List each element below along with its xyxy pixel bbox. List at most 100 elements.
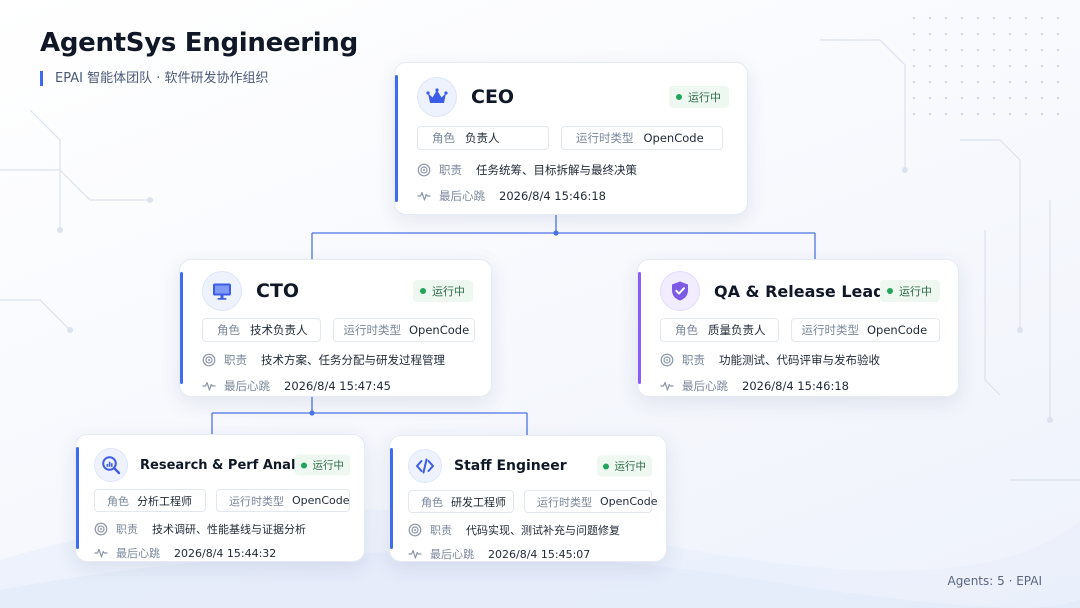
role-tag: 角色 技术负责人 [202,318,321,342]
status-dot-icon [300,462,307,468]
role-tag: 角色 负责人 [417,126,549,150]
duty-value: 功能测试、代码评审与发布验收 [719,353,880,367]
duty-label: 职责 [682,353,705,367]
heartbeat-row: 最后心跳 2026/8/4 15:46:18 [660,378,940,394]
duty-value: 技术方案、任务分配与研发过程管理 [261,353,445,367]
monitor-icon [202,271,242,311]
target-icon [202,353,216,367]
role-value: 质量负责人 [708,323,766,337]
runtime-value: OpenCode [867,323,928,337]
runtime-label: 运行时类型 [801,323,860,337]
search-chart-icon [94,448,128,482]
runtime-value: OpenCode [409,323,470,337]
status-badge: 运行中 [596,455,652,477]
runtime-label: 运行时类型 [343,323,402,337]
heartbeat-row: 最后心跳 2026/8/4 15:47:45 [202,378,473,394]
heartbeat-value: 2026/8/4 15:46:18 [742,379,849,393]
runtime-value: OpenCode [643,131,704,145]
duty-label: 职责 [116,523,138,536]
agent-name: Research & Perf Analyst [140,457,318,473]
role-label: 角色 [217,323,240,337]
heartbeat-value: 2026/8/4 15:47:45 [284,379,391,393]
runtime-value: OpenCode [600,495,658,508]
heartbeat-label: 最后心跳 [224,379,270,393]
role-label: 角色 [675,323,698,337]
role-label: 角色 [421,495,443,509]
status-badge: 运行中 [413,280,473,302]
role-tag: 角色 质量负责人 [660,318,779,342]
agent-card-cto[interactable]: CTO 运行中 角色 技术负责人 运行时类型 OpenCode 职责 技术方案、… [179,259,492,397]
role-value: 研发工程师 [451,495,506,509]
crown-icon [417,77,457,117]
heartbeat-icon [94,548,108,558]
duty-value: 任务统筹、目标拆解与最终决策 [476,163,637,177]
heartbeat-row: 最后心跳 2026/8/4 15:45:07 [408,546,652,561]
runtime-value: OpenCode [292,494,350,507]
target-icon [408,523,422,537]
heartbeat-icon [202,381,216,391]
status-text: 运行中 [614,460,647,473]
heartbeat-icon [660,381,674,391]
agent-card-research-perf-analyst[interactable]: Research & Perf Analyst 运行中 角色 分析工程师 运行时… [75,434,365,562]
role-value: 分析工程师 [137,494,192,508]
role-tag: 角色 研发工程师 [408,490,514,513]
duty-row: 职责 任务统筹、目标拆解与最终决策 [417,162,729,178]
agent-name: QA & Release Lead [714,281,885,301]
code-icon [408,449,442,483]
status-dot-icon [887,288,893,294]
duty-value: 技术调研、性能基线与证据分析 [152,523,306,536]
shield-check-icon [660,271,700,311]
heartbeat-icon [408,549,422,559]
target-icon [417,163,431,177]
agent-card-staff-engineer[interactable]: Staff Engineer 运行中 角色 研发工程师 运行时类型 OpenCo… [389,435,667,562]
agent-name: CEO [471,86,515,108]
agent-name: Staff Engineer [454,458,567,474]
status-badge: 运行中 [669,86,729,108]
status-dot-icon [602,463,609,469]
target-icon [94,522,108,536]
status-text: 运行中 [312,459,345,472]
status-badge: 运行中 [294,454,350,476]
target-icon [660,353,674,367]
heartbeat-icon [417,191,431,201]
heartbeat-value: 2026/8/4 15:44:32 [174,546,277,560]
heartbeat-value: 2026/8/4 15:45:07 [488,547,591,561]
role-tag: 角色 分析工程师 [94,489,206,512]
duty-row: 职责 功能测试、代码评审与发布验收 [660,352,940,368]
agent-card-qa-release-lead[interactable]: QA & Release Lead 运行中 角色 质量负责人 运行时类型 Ope… [637,259,959,397]
status-text: 运行中 [899,285,932,298]
heartbeat-label: 最后心跳 [439,189,485,203]
role-value: 负责人 [465,131,500,145]
runtime-label: 运行时类型 [576,131,634,145]
runtime-tag: 运行时类型 OpenCode [216,489,350,512]
heartbeat-label: 最后心跳 [682,379,728,393]
status-dot-icon [420,288,426,294]
footer-agent-count: Agents: 5 · EPAI [947,574,1042,588]
duty-row: 职责 技术方案、任务分配与研发过程管理 [202,352,473,368]
agent-name: CTO [256,280,300,302]
heartbeat-row: 最后心跳 2026/8/4 15:44:32 [94,545,350,561]
role-value: 技术负责人 [250,323,308,337]
status-text: 运行中 [432,285,465,298]
runtime-label: 运行时类型 [537,495,592,509]
runtime-label: 运行时类型 [229,494,284,508]
duty-label: 职责 [430,524,452,537]
agent-card-ceo[interactable]: CEO 运行中 角色 负责人 运行时类型 OpenCode 职责 任务统筹、目标… [394,62,748,215]
status-badge: 运行中 [880,280,940,302]
runtime-tag: 运行时类型 OpenCode [524,490,658,513]
heartbeat-row: 最后心跳 2026/8/4 15:46:18 [417,188,729,204]
page-subtitle: EPAI 智能体团队 · 软件研发协作组织 [40,71,268,86]
status-dot-icon [676,94,682,100]
duty-label: 职责 [224,353,247,367]
duty-row: 职责 技术调研、性能基线与证据分析 [94,521,350,537]
duty-label: 职责 [439,163,462,177]
runtime-tag: 运行时类型 OpenCode [790,318,941,342]
status-text: 运行中 [688,91,721,104]
heartbeat-label: 最后心跳 [116,547,160,560]
role-label: 角色 [107,494,129,508]
runtime-tag: 运行时类型 OpenCode [561,126,723,150]
duty-value: 代码实现、测试补充与问题修复 [466,524,620,537]
role-label: 角色 [432,131,455,145]
runtime-tag: 运行时类型 OpenCode [332,318,475,342]
